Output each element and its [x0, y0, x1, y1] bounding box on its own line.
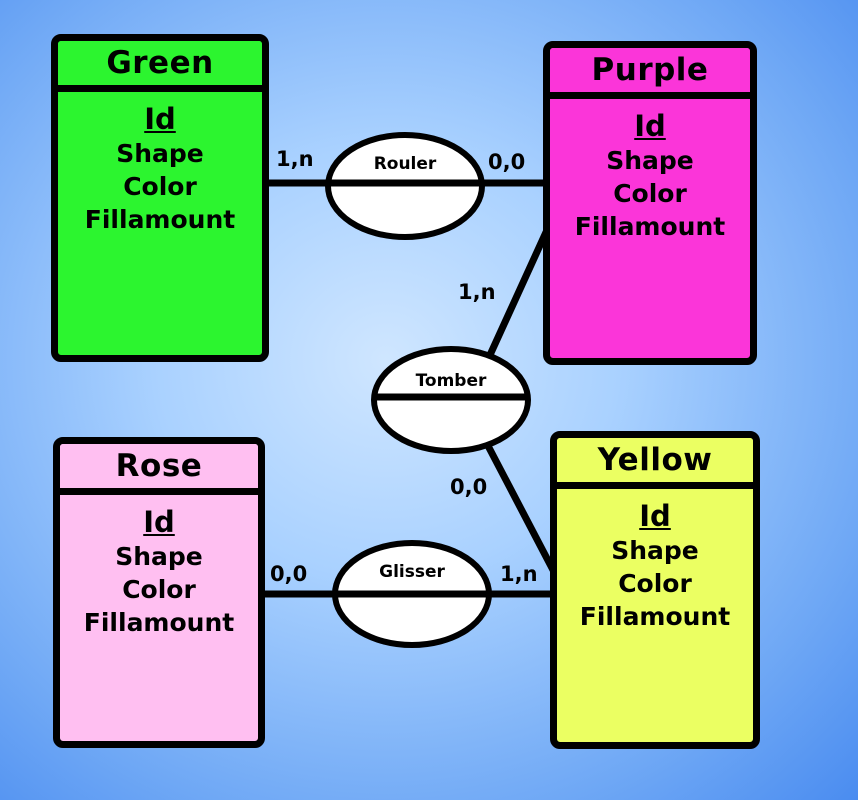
cardinality-tomber-purple: 1,n [458, 280, 496, 304]
cardinality-tomber-yellow: 0,0 [450, 475, 488, 499]
relationship-glisser-label: Glisser [379, 562, 445, 582]
entity-rose: Rose Id Shape Color Fillamount [53, 437, 265, 748]
cardinality-rouler-purple: 0,0 [488, 150, 526, 174]
entity-green-attributes: Id Shape Color Fillamount [58, 92, 262, 236]
attribute-fillamount: Fillamount [579, 602, 731, 631]
relationship-tomber-label: Tomber [416, 371, 487, 391]
cardinality-glisser-yellow: 1,n [500, 562, 538, 586]
attribute-shape: Shape [116, 139, 204, 168]
entity-rose-attributes: Id Shape Color Fillamount [60, 495, 258, 639]
relationship-glisser: Glisser [332, 540, 492, 648]
attribute-color: Color [613, 179, 687, 208]
entity-rose-name: Rose [60, 444, 258, 495]
entity-yellow: Yellow Id Shape Color Fillamount [550, 431, 760, 749]
attribute-color: Color [123, 172, 197, 201]
attribute-fillamount: Fillamount [84, 205, 236, 234]
attribute-shape: Shape [611, 536, 699, 565]
attribute-id: Id [143, 505, 175, 539]
entity-purple-attributes: Id Shape Color Fillamount [550, 99, 750, 243]
attribute-id: Id [144, 102, 176, 136]
attribute-shape: Shape [115, 542, 203, 571]
entity-purple-name: Purple [550, 48, 750, 99]
tomber-connector-purple [486, 228, 551, 357]
entity-yellow-name: Yellow [557, 438, 753, 489]
relationship-rouler: Rouler [325, 132, 485, 240]
attribute-color: Color [122, 575, 196, 604]
entity-yellow-attributes: Id Shape Color Fillamount [557, 489, 753, 633]
attribute-id: Id [639, 499, 671, 533]
attribute-fillamount: Fillamount [574, 212, 726, 241]
entity-green: Green Id Shape Color Fillamount [51, 34, 269, 362]
attribute-id: Id [634, 109, 666, 143]
tomber-connector-yellow [481, 438, 557, 572]
attribute-shape: Shape [606, 146, 694, 175]
attribute-color: Color [618, 569, 692, 598]
entity-purple: Purple Id Shape Color Fillamount [543, 41, 757, 365]
entity-green-name: Green [58, 41, 262, 92]
cardinality-rouler-green: 1,n [276, 147, 314, 171]
cardinality-glisser-rose: 0,0 [270, 562, 308, 586]
attribute-fillamount: Fillamount [83, 608, 235, 637]
relationship-tomber: Tomber [371, 346, 531, 454]
relationship-rouler-label: Rouler [374, 154, 437, 174]
